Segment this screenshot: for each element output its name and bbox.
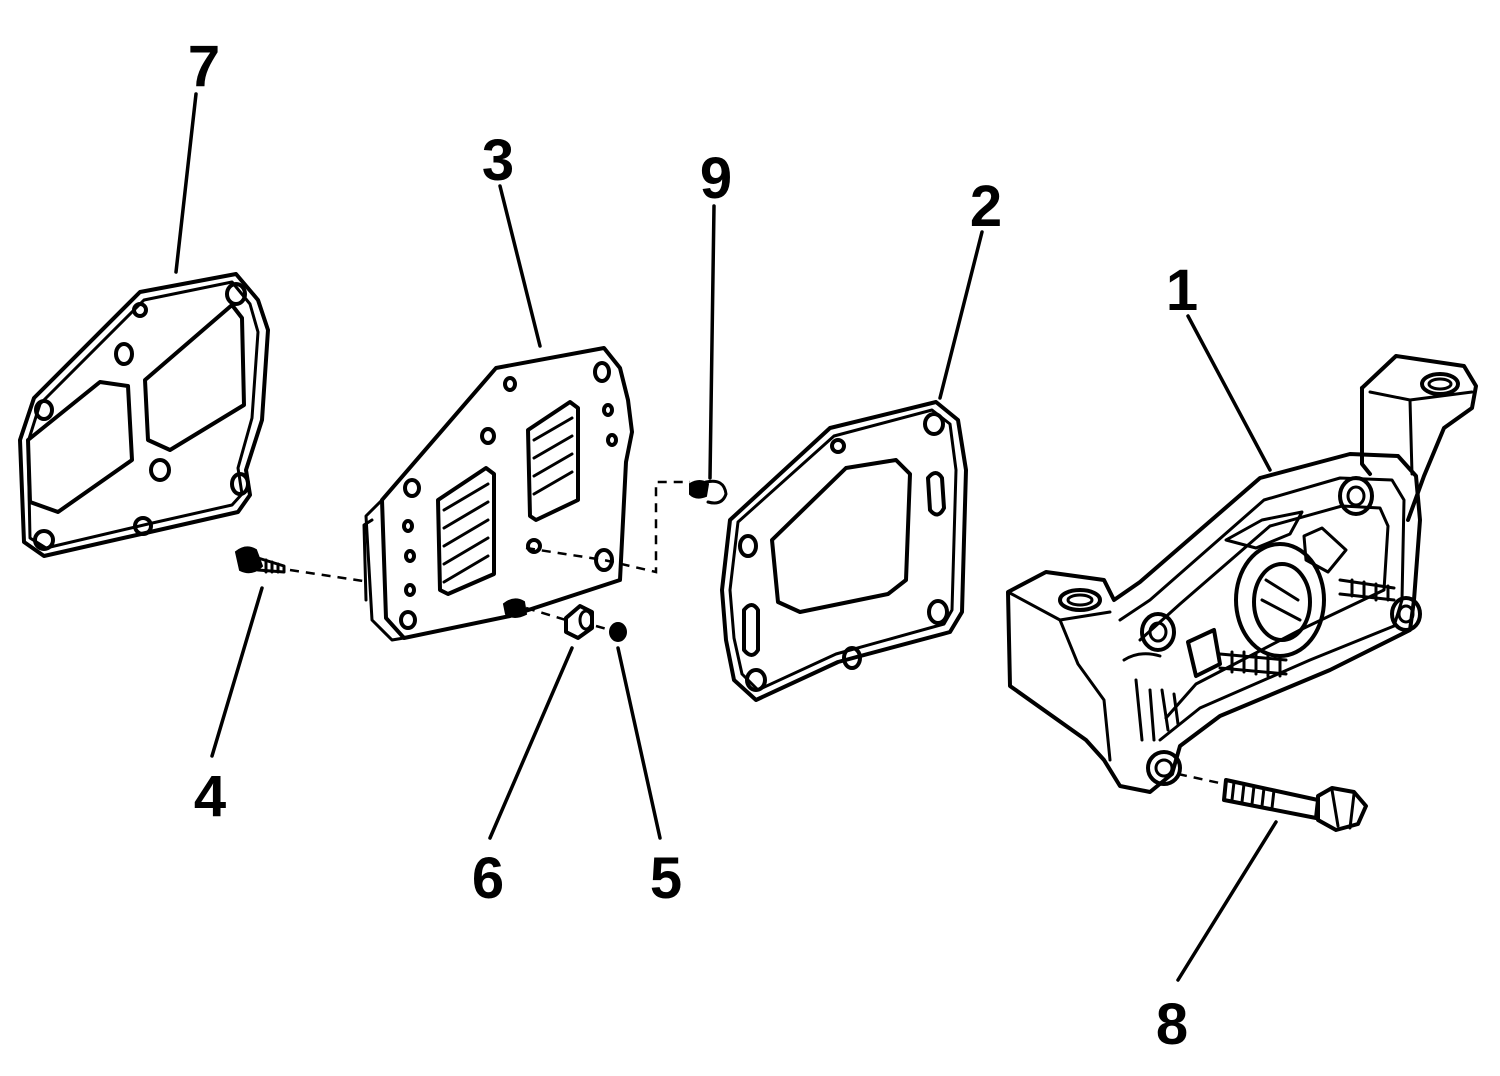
part-6-bushing bbox=[502, 598, 594, 640]
callout-9: 9 bbox=[700, 146, 732, 211]
part-5-washer bbox=[609, 622, 627, 642]
callout-8: 8 bbox=[1156, 992, 1188, 1057]
callout-5: 5 bbox=[650, 846, 682, 911]
callout-6: 6 bbox=[472, 846, 504, 911]
part-3-reed-plate bbox=[362, 346, 634, 642]
callout-2: 2 bbox=[970, 174, 1002, 239]
part-7-gasket bbox=[18, 272, 270, 558]
callout-4: 4 bbox=[194, 764, 226, 829]
part-1-housing bbox=[1006, 354, 1478, 794]
callout-1: 1 bbox=[1166, 258, 1198, 323]
callout-3: 3 bbox=[482, 128, 514, 193]
part-9-screw bbox=[689, 479, 728, 505]
part-8-bolt bbox=[1222, 778, 1368, 832]
part-2-gasket bbox=[720, 400, 968, 702]
part-4-screw bbox=[234, 546, 286, 574]
callout-numbers: 7 3 9 2 1 4 6 5 8 bbox=[188, 34, 1198, 1057]
leader-lines bbox=[174, 92, 1278, 982]
alignment-lines bbox=[289, 480, 1225, 786]
callout-7: 7 bbox=[188, 34, 220, 99]
